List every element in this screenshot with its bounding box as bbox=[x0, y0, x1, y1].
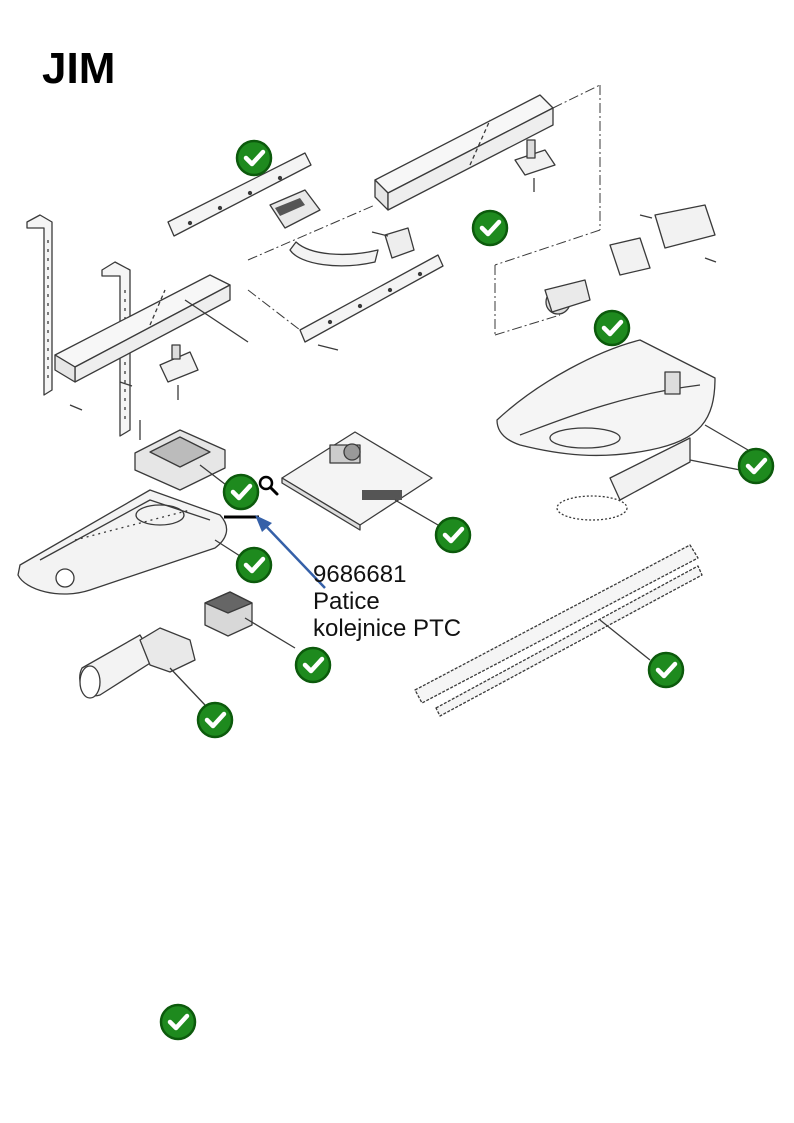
check-circle-icon[interactable] bbox=[436, 518, 470, 552]
light-cover bbox=[556, 437, 741, 521]
check-circle-icon[interactable] bbox=[296, 648, 330, 682]
rail-segment-top bbox=[374, 94, 554, 211]
magnifier-icon[interactable] bbox=[258, 475, 279, 496]
trolley-assembly bbox=[269, 189, 415, 267]
carriage-left bbox=[69, 344, 199, 411]
drive-chain bbox=[414, 544, 703, 717]
control-board bbox=[281, 431, 439, 531]
part-callout: 9686681 Patice kolejnice PTC bbox=[313, 561, 461, 642]
pulley-bracket bbox=[544, 204, 717, 315]
transformer bbox=[204, 591, 296, 649]
check-circle-icon[interactable] bbox=[595, 311, 629, 345]
check-circle-icon[interactable] bbox=[739, 449, 773, 483]
flat-strap-bottom bbox=[299, 254, 444, 351]
motor bbox=[79, 627, 206, 706]
carriage-top-right bbox=[514, 139, 556, 192]
wall-bracket-left bbox=[26, 214, 53, 396]
check-circle-icon[interactable] bbox=[224, 475, 258, 509]
base-plate bbox=[17, 489, 241, 595]
page-title: JIM bbox=[42, 44, 116, 93]
part-name-line-2: kolejnice PTC bbox=[313, 615, 462, 642]
part-number: 9686681 bbox=[313, 561, 407, 588]
gear-housing bbox=[134, 420, 231, 491]
rail-segment-left bbox=[54, 274, 249, 383]
check-circle-icon[interactable] bbox=[198, 703, 232, 737]
part-name-line-1: Patice bbox=[313, 588, 380, 615]
check-circle-icon[interactable] bbox=[473, 211, 507, 245]
check-circle-icon[interactable] bbox=[237, 141, 271, 175]
check-circle-icon[interactable] bbox=[237, 548, 271, 582]
check-circle-icon[interactable] bbox=[649, 653, 683, 687]
check-circle-icon[interactable] bbox=[161, 1005, 195, 1039]
callout-pointer bbox=[224, 515, 326, 589]
housing-cover bbox=[496, 339, 749, 457]
flat-strap-top bbox=[167, 152, 312, 237]
